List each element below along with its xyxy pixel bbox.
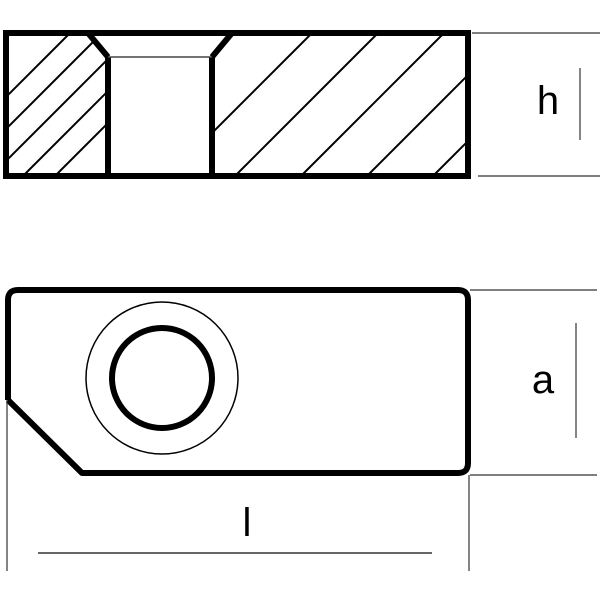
chamfer-right (209, 31, 235, 59)
plan-view: a l (5, 287, 597, 571)
dimension-label-l: l (243, 501, 252, 545)
hatch-right (212, 33, 468, 175)
plan-outline (5, 287, 471, 476)
dimension-label-a: a (532, 358, 555, 402)
chamfer-left (85, 31, 111, 59)
section-outline (3, 30, 471, 179)
section-view: h (3, 30, 600, 179)
counterbore-circle (85, 301, 239, 455)
hole-circle (109, 325, 215, 431)
dimension-label-h: h (537, 79, 559, 123)
hatch-left (8, 33, 108, 175)
